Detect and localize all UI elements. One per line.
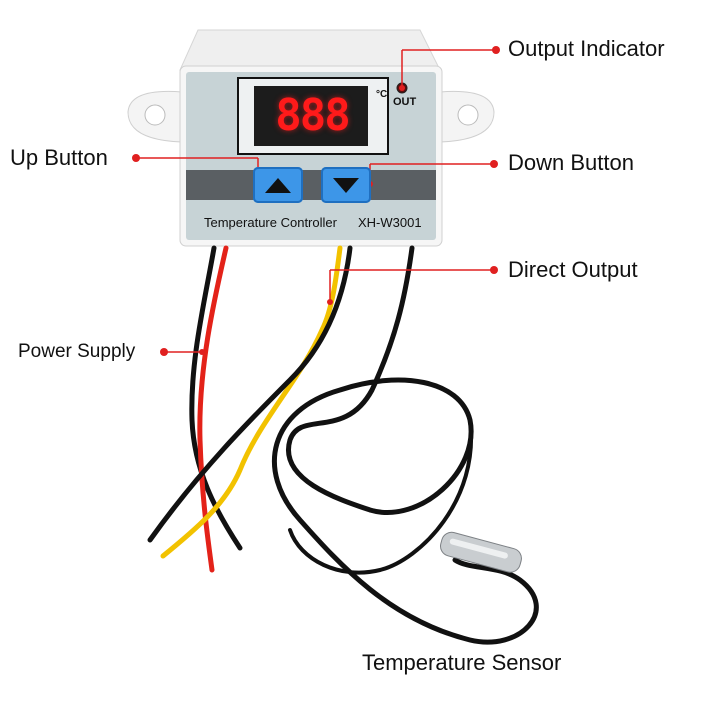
label-temperature-sensor: Temperature Sensor (362, 650, 562, 675)
callout-power-supply (160, 348, 205, 356)
sensor-cable (271, 245, 539, 645)
callout-output-indicator (399, 46, 500, 91)
down-arrow-icon (333, 178, 359, 193)
label-power-supply: Power Supply (18, 341, 136, 362)
display-window (254, 86, 368, 146)
callout-direct-output (327, 266, 498, 305)
label-direct-output: Direct Output (508, 257, 638, 282)
down-button[interactable] (321, 167, 371, 203)
wire-red (197, 245, 229, 573)
label-down-button: Down Button (508, 150, 634, 175)
out-label: OUT (393, 96, 417, 108)
up-button[interactable] (253, 167, 303, 203)
model-number: XH-W3001 (358, 215, 422, 230)
sensor-cable-loop (288, 418, 474, 575)
wire-yellow (160, 245, 343, 559)
temperature-display: 888 (275, 90, 350, 141)
right-mount-hole (457, 104, 479, 126)
panel-name: Temperature Controller (204, 215, 337, 230)
wire-black-mid (147, 245, 353, 543)
left-mount-hole (144, 104, 166, 126)
temperature-probe (440, 531, 522, 573)
button-strip (186, 170, 436, 200)
unit-label: °C (376, 89, 388, 100)
housing-top (179, 29, 441, 71)
up-arrow-icon (265, 178, 291, 193)
label-output-indicator: Output Indicator (508, 36, 665, 61)
label-up-button: Up Button (10, 145, 108, 170)
